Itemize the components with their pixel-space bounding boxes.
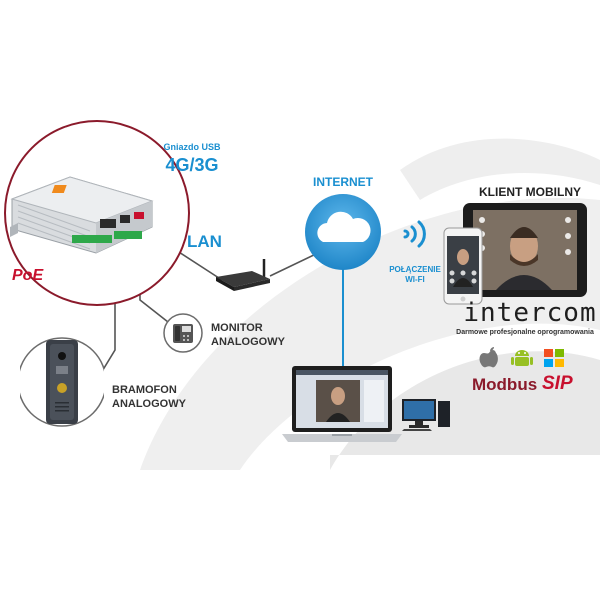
wifi-label-line1: POŁĄCZENIE (389, 265, 441, 274)
modbus-label: Modbus (472, 375, 538, 394)
windows-icon (544, 349, 564, 367)
wifi-router-icon (216, 259, 270, 291)
doorphone-label-line1: BRAMOFON (112, 384, 177, 396)
usb-label: 4G/3G (165, 155, 219, 175)
usb-caption: Gniazdo USB (163, 142, 221, 152)
desk-phone-monitor-icon (163, 313, 203, 353)
laptop-video-call (282, 366, 402, 442)
tablet-video-call (463, 203, 587, 297)
cloud-icon (305, 194, 381, 270)
internet-label: INTERNET (313, 175, 373, 189)
intercom-gateway-device (10, 176, 154, 254)
android-icon (511, 350, 533, 366)
wifi-label-line2: WI-FI (405, 275, 425, 284)
wifi-signal-icon (403, 220, 426, 248)
monitor-label-line1: MONITOR (211, 322, 263, 334)
line-router-cloud (269, 252, 319, 277)
door-intercom-panel (20, 337, 104, 427)
sip-label: SIP (542, 373, 573, 394)
poe-label: PoE (12, 267, 44, 284)
apple-icon (479, 347, 498, 368)
mobile-client-title: KLIENT MOBILNY (479, 185, 581, 199)
doorphone-label-line2: ANALOGOWY (112, 398, 186, 410)
intercom-wordmark: intercom (463, 298, 597, 328)
smartphone-video-call (443, 227, 483, 305)
lan-label: LAN (187, 232, 222, 251)
monitor-label-line2: ANALOGOWY (211, 336, 285, 348)
desktop-pc-icon (402, 399, 450, 431)
intercom-tagline: Darmowe profesjonalne oprogramowania (456, 329, 594, 336)
